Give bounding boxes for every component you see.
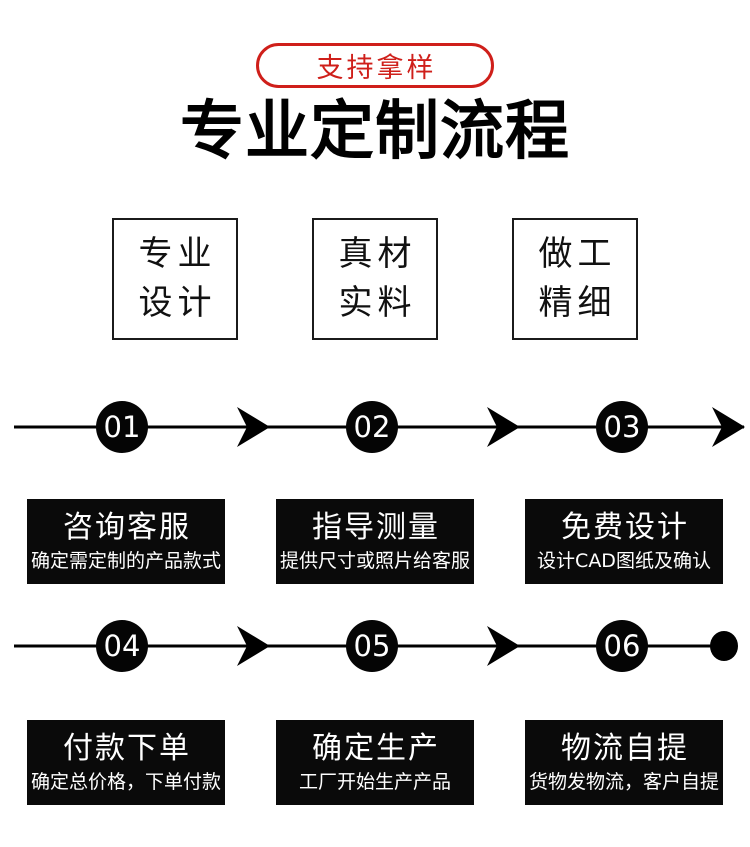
- step-title: 免费设计: [561, 510, 689, 545]
- step-desc: 提供尺寸或照片给客服: [279, 550, 470, 572]
- step-label-row-1: 咨询客服 确定需定制的产品款式 指导测量 提供尺寸或照片给客服 免费设计 设计C…: [0, 499, 750, 584]
- step-circle-01: [96, 401, 148, 453]
- step-title: 付款下单: [63, 731, 191, 766]
- sample-support-badge-label: 支持拿样: [316, 53, 437, 84]
- step-label-logistics: 物流自提 货物发物流，客户自提: [525, 720, 723, 805]
- step-number: 01: [104, 410, 141, 444]
- sample-support-badge: 支持拿样: [256, 43, 494, 88]
- step-label-production: 确定生产 工厂开始生产产品: [276, 720, 474, 805]
- step-desc: 确定总价格，下单付款: [30, 771, 221, 793]
- step-title: 确定生产: [312, 731, 440, 766]
- step-title: 指导测量: [312, 510, 440, 545]
- step-desc: 货物发物流，客户自提: [528, 771, 719, 793]
- arrow-right-icon: [237, 626, 270, 666]
- page-title: 专业定制流程: [180, 95, 570, 169]
- arrow-right-icon: [712, 407, 745, 447]
- feature-box-row: 专业 设计 真材 实料 做工 精细: [0, 218, 750, 340]
- step-number: 06: [604, 629, 641, 663]
- feature-box-workmanship: 做工 精细: [512, 218, 638, 340]
- step-title: 咨询客服: [63, 510, 191, 545]
- step-desc: 工厂开始生产产品: [298, 771, 451, 793]
- step-number: 04: [104, 629, 141, 663]
- step-label-measure: 指导测量 提供尺寸或照片给客服: [276, 499, 474, 584]
- dot-icon: [710, 631, 738, 661]
- step-number: 03: [604, 410, 641, 444]
- arrow-right-icon: [487, 626, 520, 666]
- feature-line: 实料: [338, 283, 417, 323]
- step-label-payment: 付款下单 确定总价格，下单付款: [27, 720, 225, 805]
- process-flow-row-2: 04 05 06: [14, 620, 738, 672]
- feature-box-materials: 真材 实料: [312, 218, 438, 340]
- feature-line: 做工: [538, 234, 617, 274]
- process-flow-row-1: 01 02 03: [14, 401, 745, 453]
- step-number: 05: [354, 629, 391, 663]
- step-desc: 设计CAD图纸及确认: [537, 550, 711, 572]
- step-circle-03: [596, 401, 648, 453]
- step-label-row-2: 付款下单 确定总价格，下单付款 确定生产 工厂开始生产产品 物流自提 货物发物流…: [0, 720, 750, 805]
- feature-line: 设计: [138, 283, 217, 323]
- feature-line: 真材: [338, 234, 417, 274]
- step-desc: 确定需定制的产品款式: [30, 550, 221, 572]
- feature-line: 专业: [138, 234, 217, 274]
- arrow-right-icon: [487, 407, 520, 447]
- step-circle-04: [96, 620, 148, 672]
- step-label-design: 免费设计 设计CAD图纸及确认: [525, 499, 723, 584]
- feature-line: 精细: [538, 283, 617, 323]
- feature-box-design: 专业 设计: [112, 218, 238, 340]
- step-title: 物流自提: [561, 731, 689, 766]
- step-circle-06: [596, 620, 648, 672]
- step-circle-02: [346, 401, 398, 453]
- step-circle-05: [346, 620, 398, 672]
- step-label-consult: 咨询客服 确定需定制的产品款式: [27, 499, 225, 584]
- arrow-right-icon: [237, 407, 270, 447]
- step-number: 02: [354, 410, 391, 444]
